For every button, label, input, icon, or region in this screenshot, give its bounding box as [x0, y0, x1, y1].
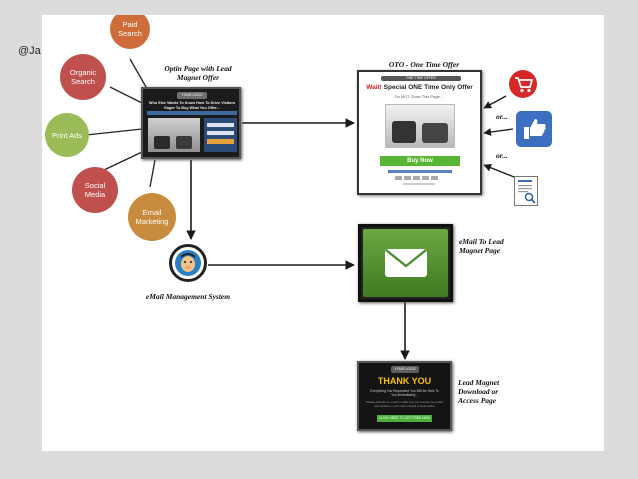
phone-image	[154, 136, 170, 149]
optin-form	[204, 118, 237, 152]
spoke-print-ads	[85, 128, 143, 136]
oto-sub: Do NOT Close This Page ...	[394, 94, 445, 99]
email-to-lead-magnet-panel	[358, 224, 453, 302]
document-search-icon	[514, 176, 538, 206]
source-paid-search: Paid Search	[110, 15, 150, 49]
optin-caption: Optin Page with Lead Magnet Offer	[164, 64, 232, 82]
optin-headline: Who Else Wants To Know How To Drive Visi…	[148, 101, 236, 110]
envelope-background	[363, 229, 448, 297]
arrow-doc-to-oto	[483, 163, 515, 178]
or-label-2: or...	[496, 151, 508, 160]
connector-lines	[85, 58, 515, 360]
oto-wait-line: Wait! Special ONE Time Only Offer	[361, 84, 478, 91]
source-social-media: Social Media	[72, 167, 118, 213]
phone-image	[422, 123, 448, 143]
spoke-social-media	[103, 151, 143, 171]
thank-you-page-thumbnail: YOUR LOGO THANK YOU Everything You Reque…	[357, 361, 452, 431]
oto-top-bar: ONE TIME OFFER	[381, 76, 461, 81]
oto-footer-text	[403, 183, 435, 185]
thanks-logo: YOUR LOGO	[391, 366, 419, 373]
source-label: Print Ads	[51, 130, 82, 140]
arrow-thumb-to-oto	[483, 128, 514, 136]
oto-decline-link[interactable]	[388, 170, 452, 173]
phone-image	[392, 121, 416, 143]
oto-caption: OTO - One Time Offer	[388, 60, 460, 69]
source-print-ads: Print Ads	[45, 113, 89, 157]
source-label: Paid Search	[118, 20, 142, 38]
arrow-cart-to-oto	[483, 95, 507, 109]
thanks-line-2: Please whitelist our email to make sure …	[365, 400, 444, 408]
optin-strip	[147, 111, 237, 115]
envelope-icon	[385, 249, 427, 277]
source-organic-search: Organic Search	[60, 54, 106, 100]
email-system-caption: eMail Management System	[145, 292, 231, 301]
shopping-cart-icon	[509, 70, 537, 98]
funnel-diagram: Paid Search Organic Search Print Ads Soc…	[42, 15, 604, 451]
oto-wait-rest: Special ONE Time Only Offer	[381, 84, 473, 91]
source-email-marketing: Email Marketing	[128, 193, 176, 241]
oto-phones-photo	[385, 104, 455, 148]
oto-wait-word: Wait!	[366, 84, 382, 91]
email-to-lead-caption: eMail To Lead Magnet Page	[459, 237, 504, 255]
oto-buy-now-button[interactable]: Buy Now	[380, 156, 460, 166]
optin-page-thumbnail: YOUR LOGO Who Else Wants To Know How To …	[141, 87, 241, 159]
thanks-download-button[interactable]: CLICK HERE TO GET FREE NOW	[377, 415, 432, 422]
thanks-title: THANK YOU	[377, 376, 432, 386]
oto-payment-cards	[395, 176, 438, 180]
source-label: Organic Search	[69, 68, 97, 86]
mailchimp-icon	[169, 244, 207, 282]
source-label: Email Marketing	[135, 208, 169, 226]
optin-photo	[148, 118, 200, 152]
oto-page-thumbnail: ONE TIME OFFER Wait! Special ONE Time On…	[357, 70, 482, 195]
phone-image	[176, 136, 192, 149]
spoke-organic-search	[109, 86, 143, 104]
thumbs-up-icon	[516, 111, 552, 147]
thanks-line-1: Everything You Requested You Will Be Sen…	[370, 389, 439, 397]
or-label-1: or...	[496, 112, 508, 121]
lead-magnet-caption: Lead Magnet Download or Access Page	[458, 378, 500, 405]
spoke-email-marketing	[149, 159, 156, 188]
author-handle: @Ja	[18, 45, 41, 57]
optin-logo: YOUR LOGO	[177, 92, 207, 99]
source-label: Social Media	[84, 181, 106, 199]
